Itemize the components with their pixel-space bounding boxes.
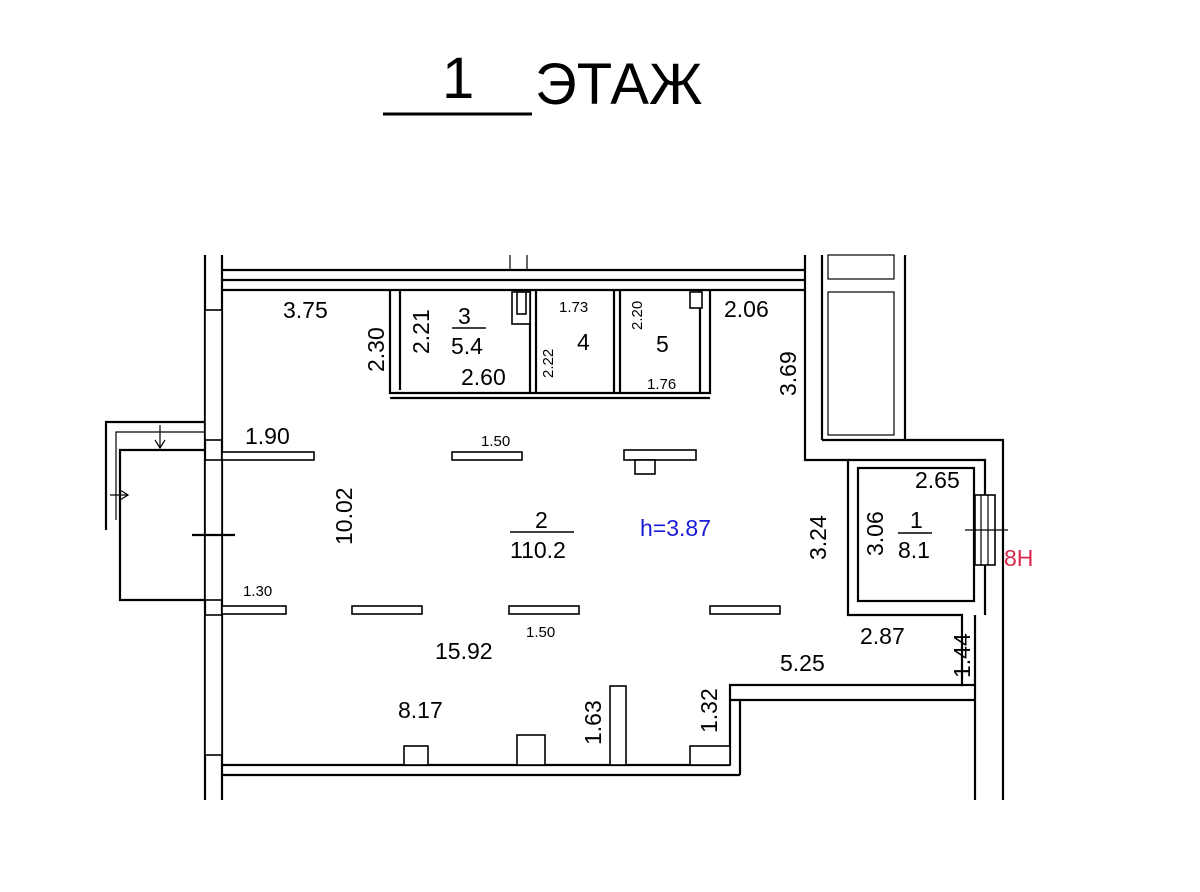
ceiling-height: h=3.87	[640, 515, 711, 541]
dimension-label: 1.44	[949, 633, 975, 678]
floor-title: 1 ЭТАЖ	[383, 46, 702, 117]
dimension-label: 1.50	[481, 433, 510, 450]
room-3-number: 3	[458, 303, 471, 329]
floor-word: ЭТАЖ	[535, 52, 702, 117]
dimension-label: 10.02	[331, 487, 357, 545]
dimension-label: 2.20	[629, 301, 646, 330]
dimension-label: 2.30	[363, 327, 389, 372]
room-1-number: 1	[910, 507, 923, 533]
dimension-label: 2.60	[461, 364, 506, 390]
room-3-area: 5.4	[451, 333, 483, 359]
walls	[104, 254, 1008, 800]
dimension-label: 3.75	[283, 297, 328, 323]
room-labels: 3 5.4 4 5 2 110.2 1 8.1 h=3.87 8Н	[451, 303, 1033, 571]
dimension-labels: 3.75 2.30 2.21 2.60 1.73 2.22 2.20 1.76 …	[243, 296, 975, 745]
room-5-number: 5	[656, 331, 669, 357]
dimension-label: 15.92	[435, 638, 493, 664]
dimension-label: 2.06	[724, 296, 769, 322]
room-1-area: 8.1	[898, 537, 930, 563]
dimension-label: 2.65	[915, 467, 960, 493]
entrance-mark: 8Н	[1004, 545, 1033, 571]
dimension-label: 1.30	[243, 583, 272, 600]
dimension-label: 5.25	[780, 650, 825, 676]
dimension-label: 3.06	[862, 511, 888, 556]
dimension-label: 1.32	[696, 688, 722, 733]
room-2-area: 110.2	[510, 537, 566, 563]
dimension-label: 1.50	[526, 624, 555, 641]
dimension-label: 3.69	[775, 351, 801, 396]
dimension-label: 1.63	[580, 700, 606, 745]
dimension-label: 2.22	[540, 349, 557, 378]
dimension-label: 1.73	[559, 299, 588, 316]
dimension-label: 2.87	[860, 623, 905, 649]
room-2-number: 2	[535, 507, 548, 533]
dimension-label: 8.17	[398, 697, 443, 723]
floor-number: 1	[442, 46, 474, 111]
dimension-label: 1.90	[245, 423, 290, 449]
partitions	[221, 449, 781, 766]
dimension-label: 1.76	[647, 376, 676, 393]
dimension-label: 3.24	[805, 515, 831, 560]
room-4-number: 4	[577, 329, 590, 355]
dimension-label: 2.21	[408, 309, 434, 354]
